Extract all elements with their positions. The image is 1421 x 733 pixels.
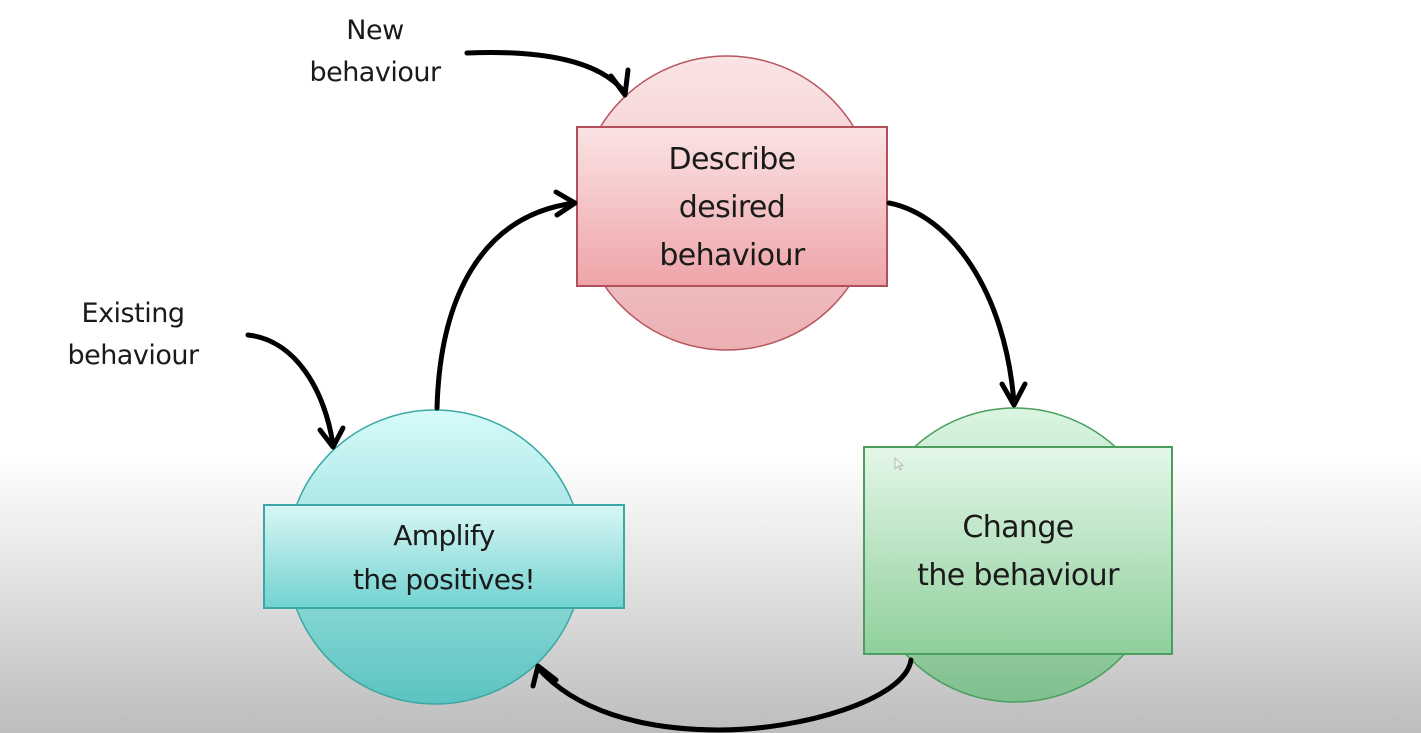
- text-line: desired: [678, 190, 786, 225]
- node-amplify: [263, 409, 625, 705]
- mouse-cursor-icon: [894, 457, 904, 471]
- describe-text: Describe desired behaviour: [577, 133, 887, 283]
- label-line: Existing: [81, 298, 185, 329]
- text-line: Change: [962, 510, 1074, 545]
- amplify-box: [263, 504, 625, 609]
- text-line: Amplify: [393, 519, 495, 552]
- label-existing-behaviour: Existing behaviour: [48, 293, 218, 377]
- arrow-new-to-describe: [464, 50, 631, 98]
- change-box: [863, 446, 1173, 655]
- text-line: behaviour: [659, 238, 805, 273]
- label-new-behaviour: New behaviour: [290, 10, 460, 94]
- arrow-describe-to-change: [886, 200, 1028, 408]
- label-line: behaviour: [67, 340, 199, 371]
- arrow-change-to-amplify: [530, 657, 914, 733]
- node-describe: [576, 55, 888, 351]
- arrow-amplify-to-describe: [434, 189, 578, 411]
- label-line: New: [346, 15, 404, 46]
- label-line: behaviour: [309, 57, 441, 88]
- text-line: Describe: [668, 142, 796, 177]
- describe-box: [576, 126, 888, 287]
- amplify-text: Amplify the positives!: [264, 508, 624, 608]
- change-text: Change the behaviour: [864, 447, 1172, 657]
- arrow-existing-to-amplify: [245, 332, 346, 450]
- text-line: the positives!: [352, 563, 536, 596]
- node-change: [863, 407, 1173, 703]
- text-line: the behaviour: [917, 558, 1119, 593]
